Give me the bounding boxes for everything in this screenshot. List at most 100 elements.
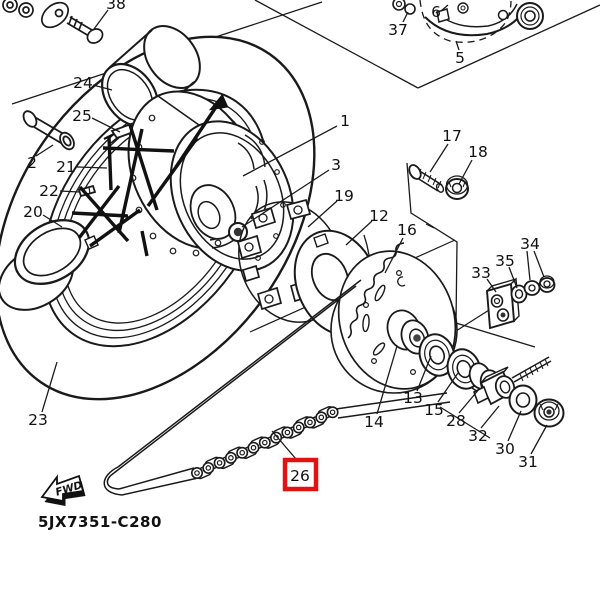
chain-roller: [258, 436, 271, 449]
leader-line-22: [59, 190, 80, 193]
fwd-arrow-face: [40, 474, 85, 503]
part-label-38: 38: [106, 0, 126, 13]
axle-washers-bolt-38: [2, 0, 104, 44]
leader-line-3: [241, 169, 330, 228]
brake-assembly-boundary-dashed: [419, 0, 512, 43]
brake-cam: [436, 8, 450, 23]
chain-roller: [236, 446, 249, 459]
part-label-18: 18: [468, 143, 488, 161]
chain-roller-pin: [250, 444, 257, 451]
spokes-21: [71, 93, 229, 257]
chain-links: [191, 406, 339, 480]
chain-roller-pin: [284, 429, 291, 436]
leader-line-5: [455, 40, 460, 51]
drive-chain-26: [103, 279, 451, 496]
part-label-32: 32: [468, 427, 488, 445]
spoke-head: [208, 93, 229, 111]
leader-line-21: [76, 166, 108, 169]
part-label-21: 21: [56, 158, 76, 176]
part-label-25: 25: [72, 107, 92, 125]
leader-line-13: [416, 355, 432, 392]
fwd-arrow: FWD: [40, 474, 86, 506]
part-label-34: 34: [520, 235, 540, 253]
part-label-30: 30: [495, 440, 515, 458]
chain-roller: [247, 441, 260, 454]
chain-roller: [326, 406, 339, 419]
part-label-31: 31: [518, 453, 538, 471]
leader-line-16: [384, 237, 404, 274]
nut-18: [445, 175, 469, 200]
part-label-1: 1: [340, 112, 350, 130]
leader-line-20: [42, 214, 63, 228]
chain-roller-pin: [194, 470, 200, 476]
part-label-17: 17: [442, 127, 462, 145]
chain-roller-pin: [318, 414, 325, 421]
leader-line-35: [508, 266, 518, 289]
bolt-17: [408, 164, 445, 193]
wheel-hub-1: [127, 90, 295, 272]
part-label-5: 5: [455, 49, 465, 67]
leader-line-2: [35, 144, 54, 157]
chain-roller-pin: [205, 465, 212, 471]
brake-pivot: [497, 9, 509, 21]
leader-line-26: [271, 430, 297, 460]
part-label-2: 2: [27, 154, 37, 172]
clip-mark: [397, 276, 406, 287]
part-label-14: 14: [364, 413, 384, 431]
highlight-layer: [282, 457, 319, 492]
leader-line-28: [458, 387, 481, 414]
part-label-24: 24: [73, 74, 93, 92]
chain-roller-pin: [228, 455, 234, 461]
part-label-13: 13: [403, 389, 423, 407]
leader-line-24: [92, 84, 113, 91]
leader-line-25: [91, 117, 121, 133]
axle-nut-31: [533, 398, 565, 428]
rim-band-20: [0, 219, 99, 311]
leader-line-15: [437, 372, 459, 403]
leader-line-12: [345, 220, 373, 246]
washer-35: [510, 284, 528, 304]
wheel-bearing-top: [516, 2, 544, 30]
chain-roller-pin: [261, 439, 268, 446]
chain-roller: [191, 466, 204, 479]
leader-line-31: [530, 424, 548, 455]
part-label-23: 23: [28, 411, 48, 429]
part-label-33: 33: [471, 264, 491, 282]
leader-line-18: [458, 159, 473, 185]
nuts-34: [523, 275, 556, 296]
hub-bearing-bore: [233, 227, 243, 237]
chain-roller-pin: [295, 424, 302, 431]
leader-line-30: [507, 410, 522, 442]
part-label-28: 28: [446, 412, 466, 430]
highlight-box: [282, 457, 319, 492]
chain-roller-pin: [307, 419, 313, 426]
part-label-19: 19: [334, 187, 354, 205]
rim-arc: [49, 97, 261, 339]
part-label-12: 12: [369, 207, 389, 225]
chain-roller-pin: [329, 409, 336, 416]
chain-roller-pin: [216, 460, 223, 466]
part-label-35: 35: [495, 252, 515, 270]
chain-roller: [270, 431, 283, 444]
leader-line-37: [402, 11, 409, 23]
part-label-22: 22: [39, 182, 59, 200]
leader-lines: [35, 4, 548, 460]
leader-line-34: [533, 250, 545, 278]
leader-line-17: [429, 143, 449, 173]
part-label-3: 3: [331, 156, 341, 174]
leader-line-32: [480, 405, 500, 429]
chain-roller: [213, 456, 226, 469]
part-label-26: 26: [290, 467, 310, 485]
washer-30: [508, 384, 538, 416]
figure-code: 5JX7351-C280: [38, 513, 162, 531]
leader-line-1: [242, 125, 338, 177]
leader-line-19: [307, 200, 338, 228]
part-label-37: 37: [388, 21, 408, 39]
chain-roller: [202, 461, 215, 474]
collar-2: [22, 110, 75, 151]
chain-roller: [224, 451, 237, 464]
part-label-15: 15: [424, 401, 444, 419]
leader-line-23: [41, 361, 58, 413]
